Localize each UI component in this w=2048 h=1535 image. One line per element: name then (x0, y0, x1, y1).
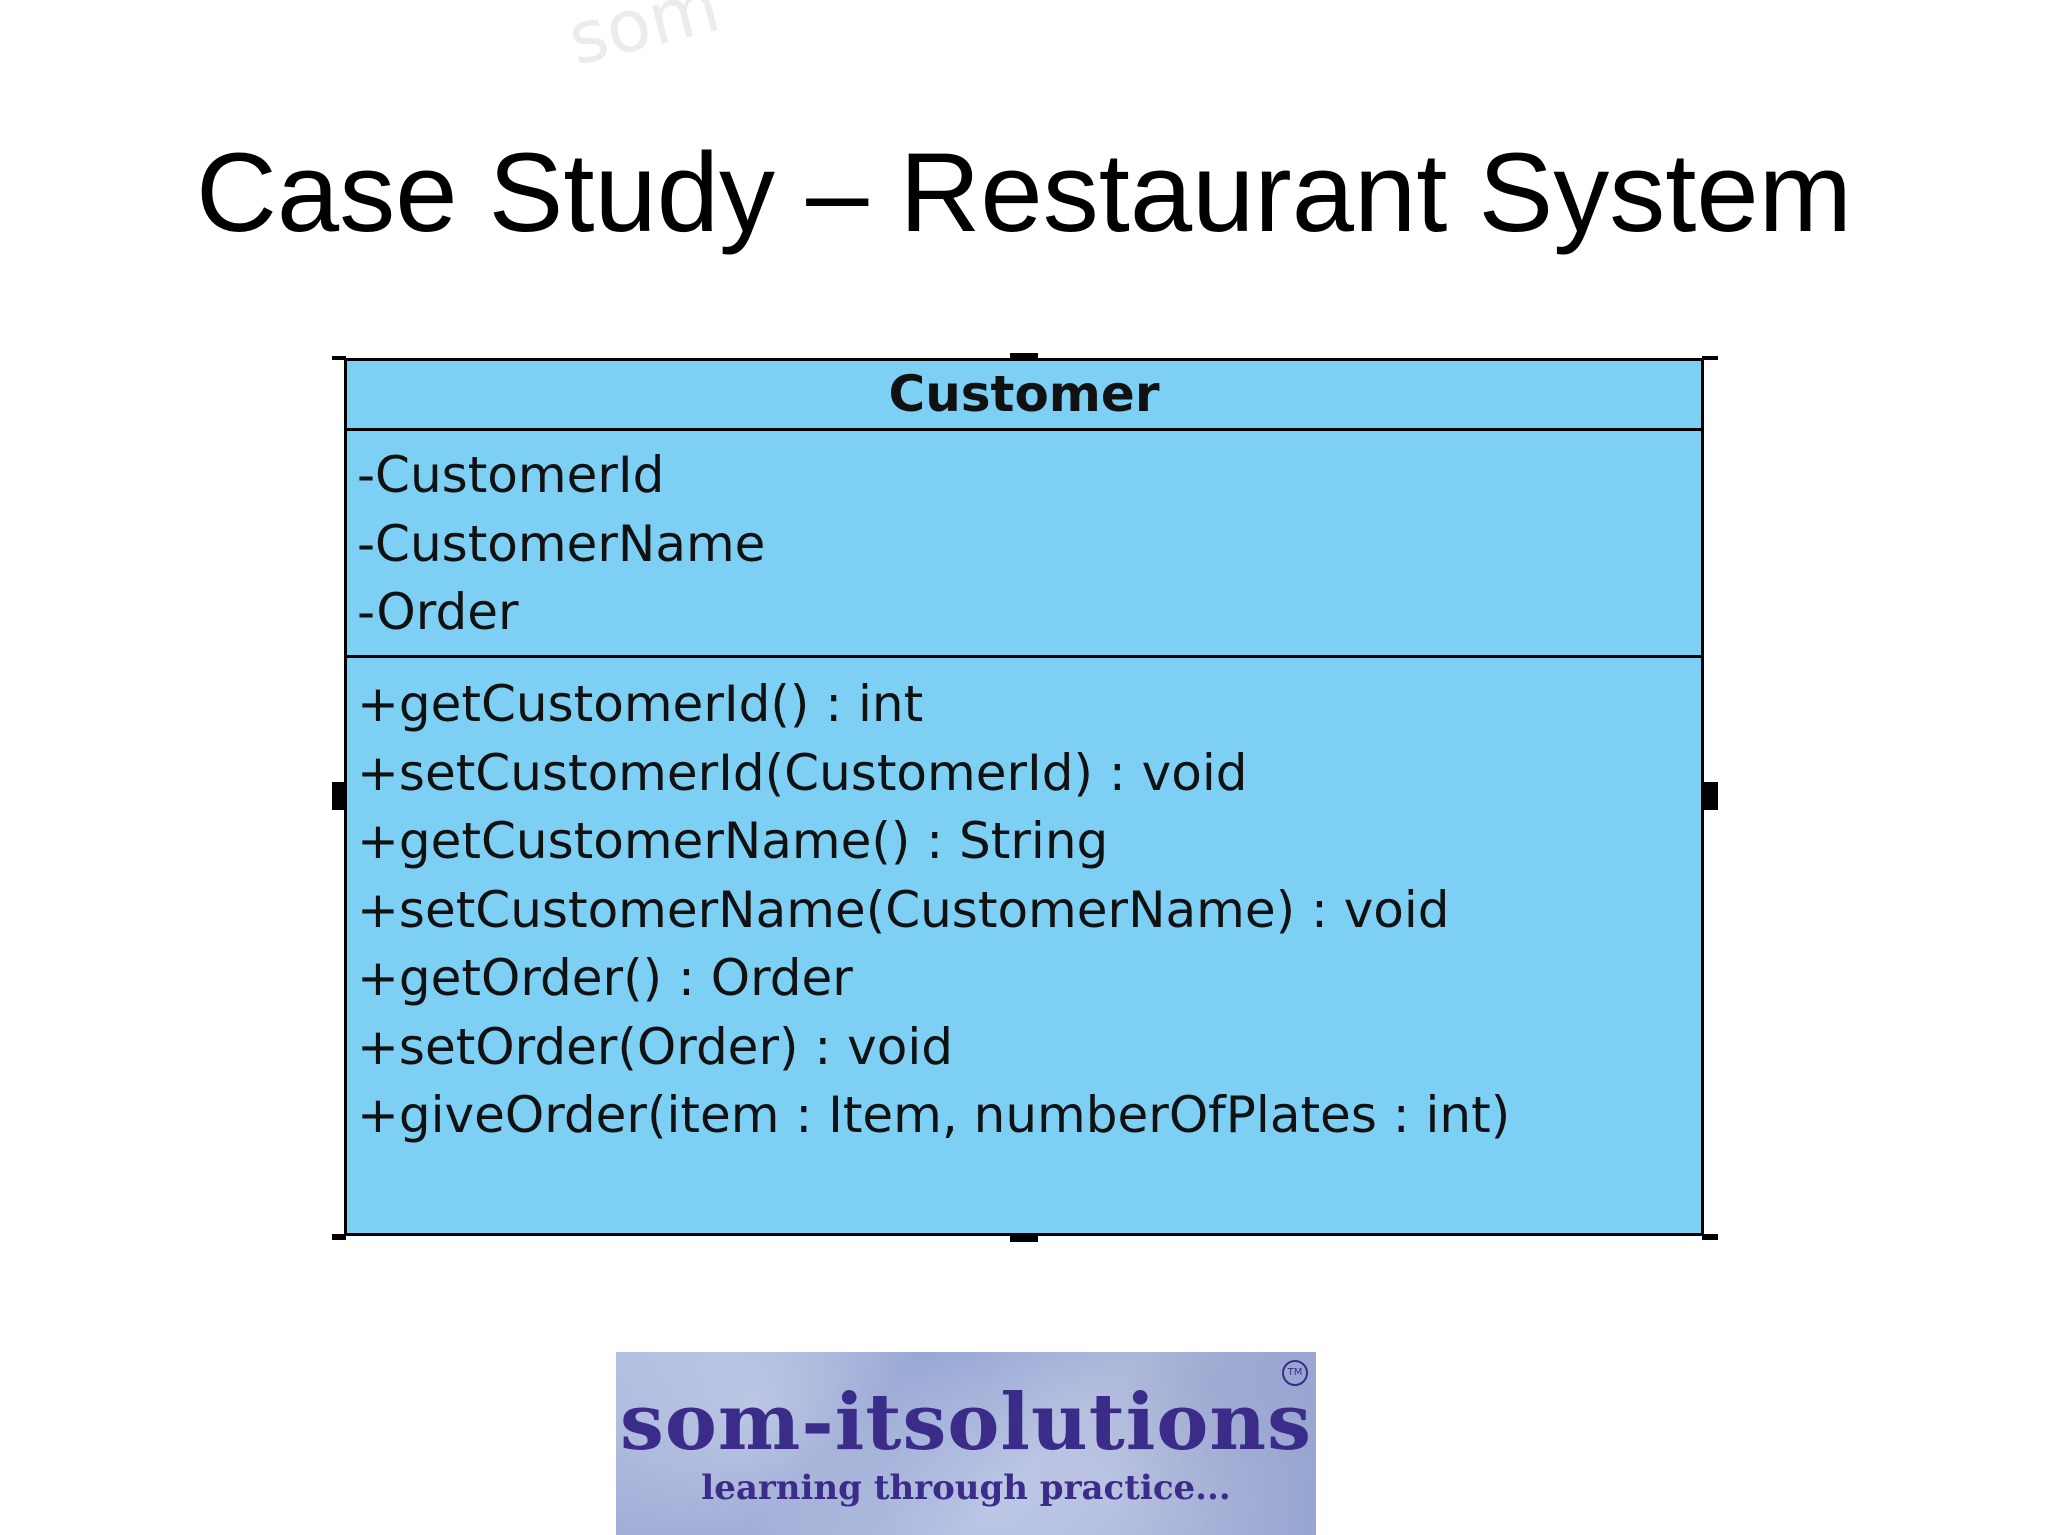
slide-title: Case Study – Restaurant System (196, 130, 1852, 255)
uml-attribute: -CustomerId (357, 446, 665, 504)
logo-tagline: learning through practice... (701, 1468, 1231, 1508)
uml-operation: +setOrder(Order) : void (357, 1017, 953, 1076)
uml-attribute: -CustomerName (357, 514, 766, 573)
resize-handle-middle-left[interactable] (332, 782, 346, 810)
uml-operation: +getCustomerName() : String (357, 812, 1109, 870)
logo-name: som-itsolutions (619, 1377, 1313, 1468)
resize-handle-middle-right[interactable] (1702, 782, 1718, 810)
uml-class-name: Customer (347, 361, 1701, 431)
resize-handle-bottom-left[interactable] (332, 1234, 346, 1240)
uml-operation: +setCustomerId(CustomerId) : void (357, 743, 1248, 802)
resize-handle-top-right[interactable] (1702, 356, 1718, 360)
resize-handle-bottom-right[interactable] (1702, 1234, 1718, 1240)
uml-attributes-compartment: -CustomerId -CustomerName -Order (347, 431, 1701, 658)
uml-operations-compartment: +getCustomerId() : int +setCustomerId(Cu… (347, 658, 1701, 1150)
resize-handle-bottom-middle[interactable] (1010, 1234, 1038, 1242)
logo-background-texture (616, 1352, 1316, 1535)
uml-class-box[interactable]: Customer -CustomerId -CustomerName -Orde… (344, 358, 1704, 1236)
resize-handle-top-left[interactable] (332, 356, 346, 360)
resize-handle-top-middle[interactable] (1010, 353, 1038, 359)
uml-operation: +getCustomerId() : int (357, 675, 924, 733)
uml-attribute: -Order (357, 583, 519, 641)
uml-operation: +getOrder() : Order (357, 949, 853, 1007)
watermark-text: som (560, 0, 728, 82)
company-logo: TM som-itsolutions learning through prac… (616, 1352, 1316, 1535)
trademark-icon: TM (1282, 1360, 1308, 1386)
uml-operation: +setCustomerName(CustomerName) : void (357, 880, 1450, 939)
uml-operation: +giveOrder(item : Item, numberOfPlates :… (357, 1086, 1511, 1144)
